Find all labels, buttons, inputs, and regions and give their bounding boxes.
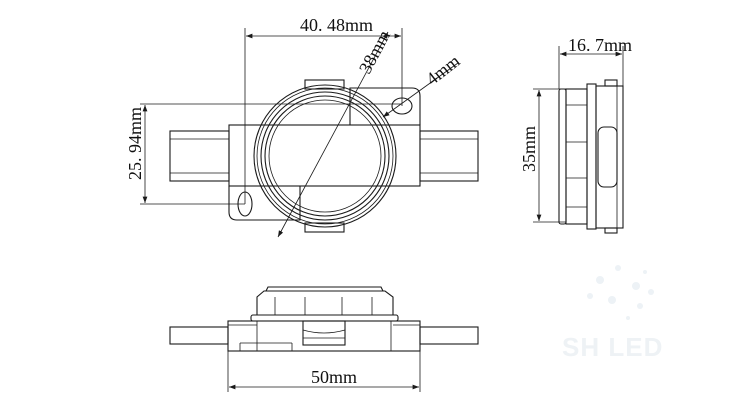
dim-bottom-length: 50mm [311,367,357,387]
top-view: 40. 48mm 25. 94mm 38mm 4mm [125,15,479,238]
side-view: 16. 7mm 35mm [519,35,632,234]
flange-top-right [349,87,421,125]
left-bar [169,130,230,182]
dim-top-height: 25. 94mm [125,107,145,180]
dim-line-hole [382,62,459,118]
dim-hole-size: 4mm [422,51,463,90]
dim-line-diameter [277,31,389,238]
dim-side-depth: 16. 7mm [568,35,632,55]
lens [268,99,382,213]
watermark-text: SH LED [562,332,663,362]
dim-side-height: 35mm [519,126,539,172]
side-slot [597,126,618,188]
side-nut [565,88,588,225]
watermark-logo: SH LED [562,265,663,362]
bottom-view: 50mm [169,286,479,392]
flange-bottom-left [228,186,301,221]
lens-outer-ring [253,84,397,228]
bottom-nut [256,290,394,316]
dim-top-width: 40. 48mm [300,15,373,35]
right-bar [419,130,479,182]
side-housing [595,85,624,229]
